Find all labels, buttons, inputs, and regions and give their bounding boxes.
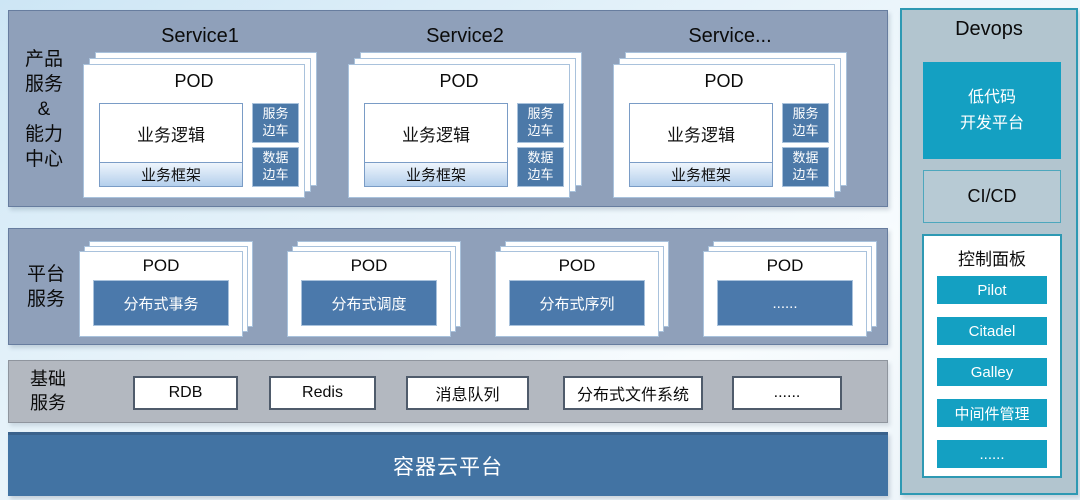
base-service-box: 消息队列 xyxy=(406,376,529,410)
platform-service-box: 分布式事务 xyxy=(93,280,229,326)
control-panel-title: 控制面板 xyxy=(958,250,1026,269)
business-framework-box: 业务框架 xyxy=(365,162,507,186)
platform-pod-stack: POD 分布式调度 xyxy=(287,241,461,337)
pod-title: POD xyxy=(766,256,804,275)
sidecar-column: 服务 边车 数据 边车 xyxy=(782,103,829,187)
business-logic-box: 业务逻辑 业务框架 xyxy=(99,103,243,187)
base-service-box: 分布式文件系统 xyxy=(563,376,703,410)
pod-card: POD 业务逻辑 业务框架 服务 边车 数据 边车 xyxy=(83,64,305,198)
sidecar-column: 服务 边车 数据 边车 xyxy=(517,103,564,187)
pod-stack: POD 业务逻辑 业务框架 服务 边车 数据 边车 xyxy=(613,52,847,198)
base-service-box: Redis xyxy=(269,376,376,410)
product-services-band: 产品 服务 & 能力 中心 Service1 POD 业务逻辑 业务框架 服务 … xyxy=(8,10,888,207)
pod-stack: POD 业务逻辑 业务框架 服务 边车 数据 边车 xyxy=(348,52,582,198)
business-framework-box: 业务框架 xyxy=(100,162,242,186)
control-panel-item-galley: Galley xyxy=(937,358,1047,386)
pod-card: POD 分布式调度 xyxy=(287,251,451,337)
business-logic-label: 业务逻辑 xyxy=(667,125,735,145)
service-title: Service2 xyxy=(426,25,504,47)
base-band-label: 基础 服务 xyxy=(30,369,66,413)
pod-title: POD xyxy=(439,71,479,91)
cicd-box: CI/CD xyxy=(923,170,1061,223)
service-title: Service1 xyxy=(161,25,239,47)
control-panel-item-citadel: Citadel xyxy=(937,317,1047,345)
pod-stack: POD 业务逻辑 业务框架 服务 边车 数据 边车 xyxy=(83,52,317,198)
service-group-3: Service... POD 业务逻辑 业务框架 服务 边车 数据 边车 xyxy=(613,23,847,198)
control-panel-item-more: ...... xyxy=(937,440,1047,468)
platform-band-label: 平台 服务 xyxy=(26,264,65,311)
service-title: Service... xyxy=(688,25,772,47)
product-band-label: 产品 服务 & 能力 中心 xyxy=(24,49,63,171)
base-services-band: 基础 服务 RDB Redis 消息队列 分布式文件系统 ...... xyxy=(8,360,888,423)
platform-services-band: 平台 服务 POD 分布式事务 POD 分布式调度 POD 分布式序列 xyxy=(8,228,888,345)
business-logic-box: 业务逻辑 业务框架 xyxy=(629,103,773,187)
platform-pod-stack: POD ...... xyxy=(703,241,877,337)
data-sidecar-box: 数据 边车 xyxy=(252,147,299,187)
pod-card: POD 分布式序列 xyxy=(495,251,659,337)
pod-card: POD 分布式事务 xyxy=(79,251,243,337)
pod-title: POD xyxy=(704,71,744,91)
service-sidecar-box: 服务 边车 xyxy=(517,103,564,143)
pod-title: POD xyxy=(558,256,596,275)
service-group-2: Service2 POD 业务逻辑 业务框架 服务 边车 数据 边车 xyxy=(348,23,582,198)
pod-title: POD xyxy=(350,256,388,275)
control-panel-item-pilot: Pilot xyxy=(937,276,1047,304)
pod-title: POD xyxy=(142,256,180,275)
data-sidecar-box: 数据 边车 xyxy=(782,147,829,187)
platform-service-box: ...... xyxy=(717,280,853,326)
service-sidecar-box: 服务 边车 xyxy=(782,103,829,143)
pod-card: POD 业务逻辑 业务框架 服务 边车 数据 边车 xyxy=(348,64,570,198)
control-panel-item-middleware: 中间件管理 xyxy=(937,399,1047,427)
sidecar-column: 服务 边车 数据 边车 xyxy=(252,103,299,187)
low-code-platform-box: 低代码 开发平台 xyxy=(923,62,1061,159)
business-framework-box: 业务框架 xyxy=(630,162,772,186)
service-group-1: Service1 POD 业务逻辑 业务框架 服务 边车 数据 边车 xyxy=(83,23,317,198)
service-sidecar-box: 服务 边车 xyxy=(252,103,299,143)
platform-pod-stack: POD 分布式事务 xyxy=(79,241,253,337)
base-service-box: ...... xyxy=(732,376,842,410)
pod-title: POD xyxy=(174,71,214,91)
data-sidecar-box: 数据 边车 xyxy=(517,147,564,187)
pod-card: POD ...... xyxy=(703,251,867,337)
business-logic-label: 业务逻辑 xyxy=(137,125,205,145)
platform-service-box: 分布式序列 xyxy=(509,280,645,326)
container-cloud-platform-bar: 容器云平台 xyxy=(8,432,888,496)
base-service-box: RDB xyxy=(133,376,238,410)
business-logic-box: 业务逻辑 业务框架 xyxy=(364,103,508,187)
control-panel: 控制面板 Pilot Citadel Galley 中间件管理 ...... xyxy=(922,234,1062,478)
business-logic-label: 业务逻辑 xyxy=(402,125,470,145)
devops-title: Devops xyxy=(955,18,1023,40)
platform-service-box: 分布式调度 xyxy=(301,280,437,326)
platform-pod-stack: POD 分布式序列 xyxy=(495,241,669,337)
devops-column: Devops 低代码 开发平台 CI/CD 控制面板 Pilot Citadel… xyxy=(900,8,1078,495)
pod-card: POD 业务逻辑 业务框架 服务 边车 数据 边车 xyxy=(613,64,835,198)
